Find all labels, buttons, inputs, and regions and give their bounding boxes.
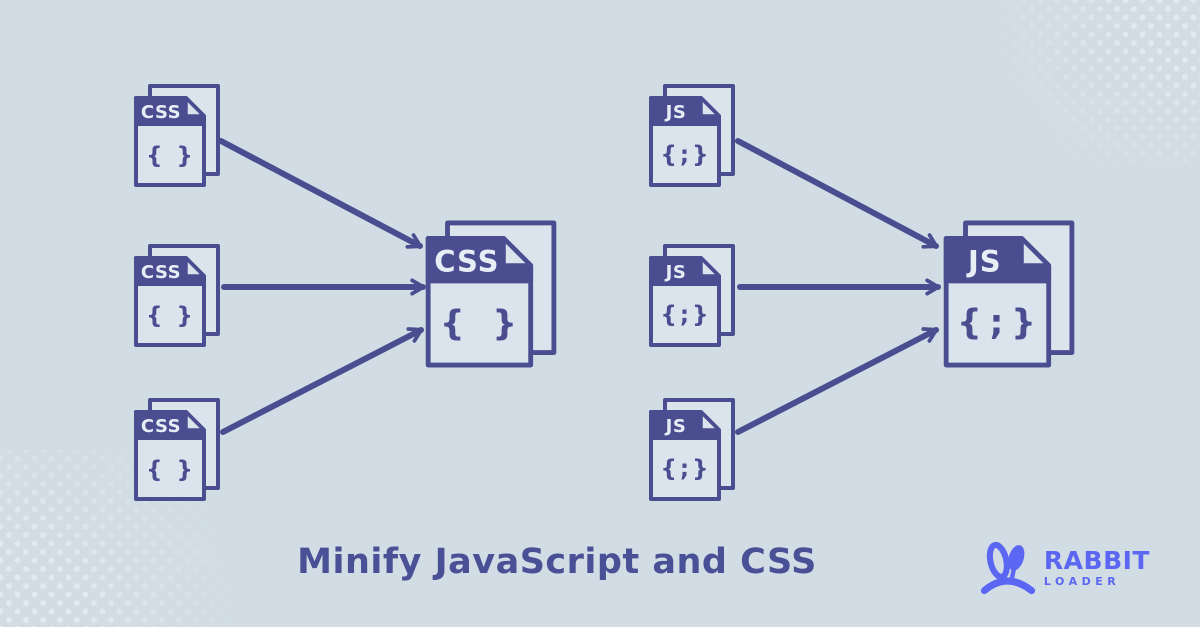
file-type-label: CSS [141,416,181,437]
arrow-css-3-to-target [220,327,424,435]
file-braces-glyph: {;} [957,303,1044,343]
corner-dots-top-right [998,0,1200,162]
file-braces-glyph: {;} [661,302,712,328]
file-type-label: CSS [141,262,181,283]
brand-name: RABBIT [1043,545,1150,575]
file-braces-glyph: {;} [661,142,712,168]
page-title: Minify JavaScript and CSS [297,542,817,582]
file-braces-glyph: { } [146,303,196,329]
file-type-label: JS [664,262,687,283]
file-type-label: CSS [434,244,499,278]
brand-subname: LOADER [1043,574,1121,588]
arrow-js-1-to-target [735,138,939,249]
arrow-js-3-to-target [735,327,939,435]
file-type-label: JS [664,416,687,437]
js-file-icon-1: JS {;} [649,84,737,188]
css-file-icon-minified: CSS { } [425,220,558,368]
arrow-css-1-to-target [218,138,423,249]
file-braces-glyph: { } [146,457,196,483]
file-braces-glyph: {;} [661,456,712,482]
file-type-label: JS [966,244,1002,278]
css-file-icon-1: CSS { } [134,84,222,188]
rabbit-ears-icon [980,541,1036,595]
file-type-label: JS [664,102,687,123]
file-braces-glyph: { } [440,304,525,344]
js-file-icon-3: JS {;} [649,398,737,502]
css-file-icon-2: CSS { } [134,244,222,348]
brand-logo: RABBIT LOADER [980,539,1150,595]
file-braces-glyph: { } [146,143,196,169]
css-file-icon-3: CSS { } [134,398,222,502]
js-file-icon-minified: JS {;} [943,220,1076,368]
brand-wordmark: RABBIT LOADER [1044,548,1150,587]
js-file-icon-2: JS {;} [649,244,737,348]
file-type-label: CSS [141,102,181,123]
